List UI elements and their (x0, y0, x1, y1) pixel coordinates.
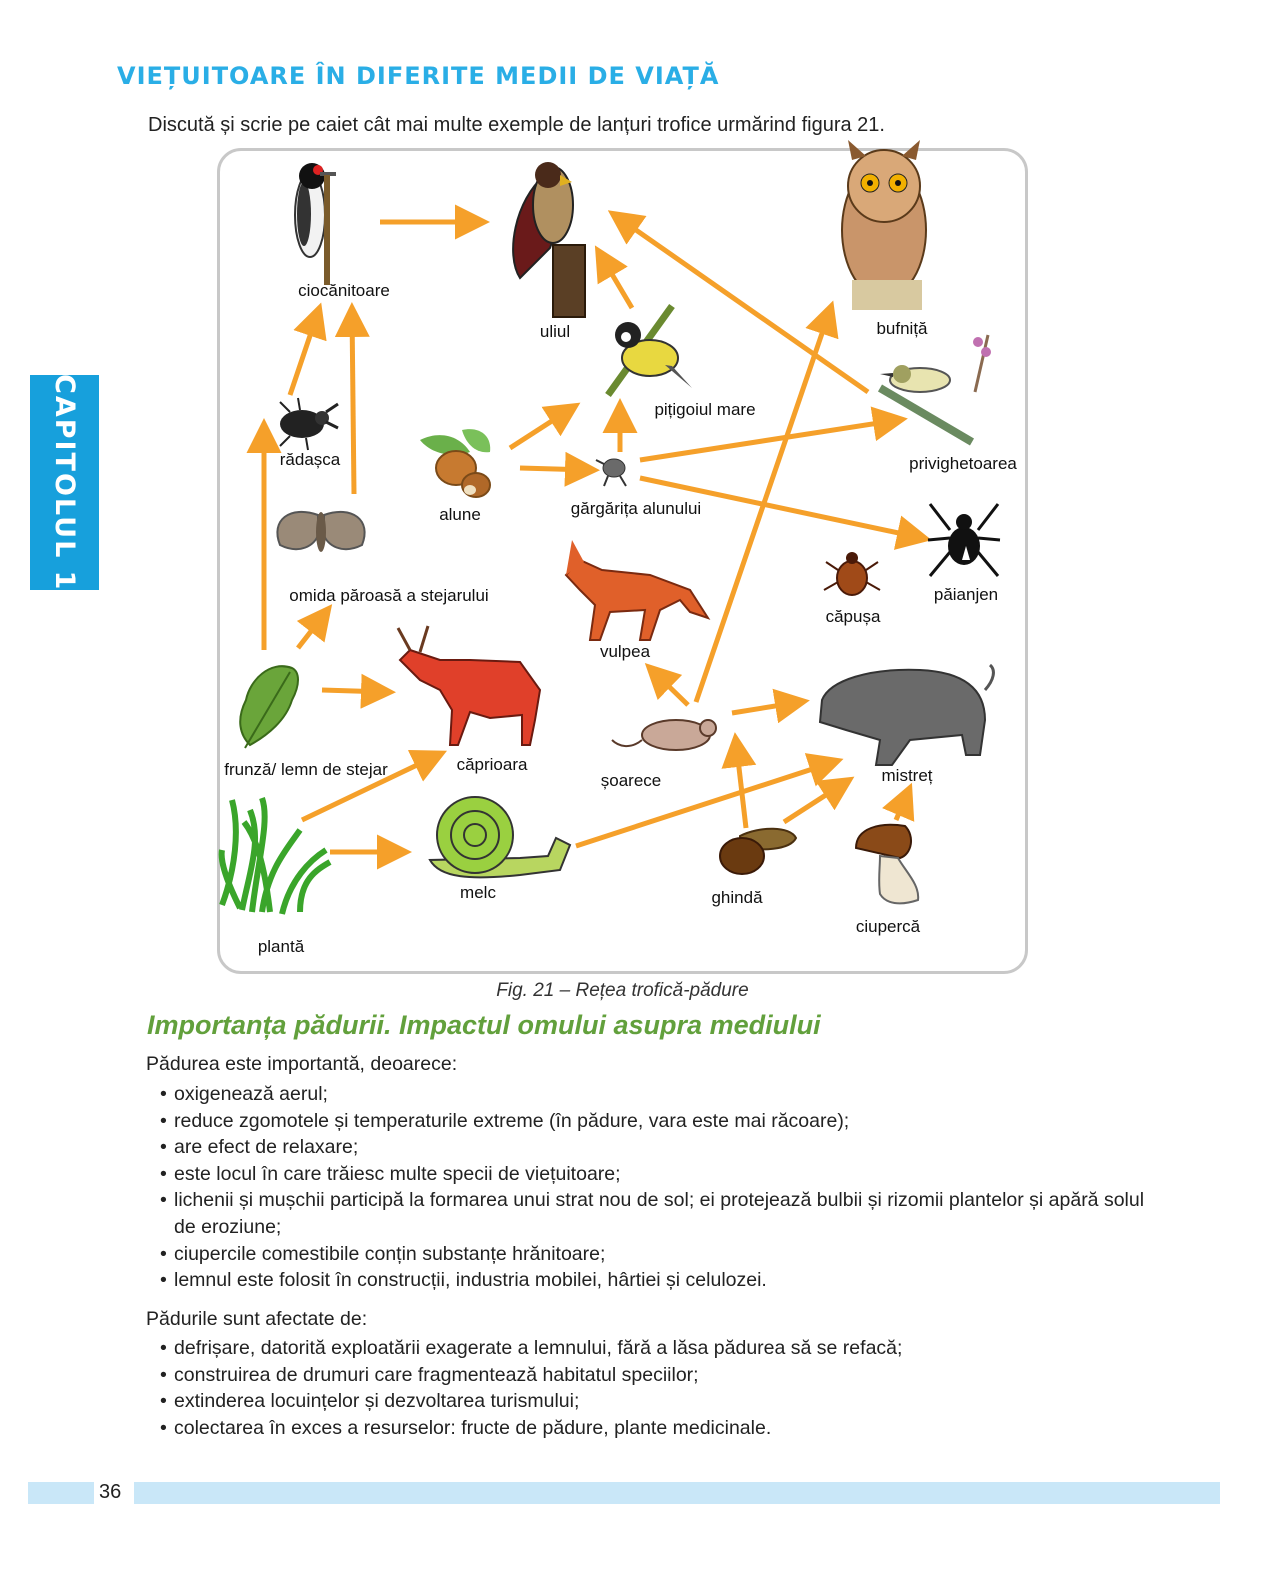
list-item: este locul în care trăiesc multe specii … (160, 1161, 1150, 1188)
list-item: colectarea în exces a resurselor: fructe… (160, 1415, 1150, 1442)
arrow-frunza-caprioara (321, 673, 396, 709)
list-item: extinderea locuințelor și dezvoltarea tu… (160, 1388, 1150, 1415)
fox-icon (564, 540, 711, 641)
weevil-icon (595, 458, 627, 487)
grass-icon (218, 796, 332, 915)
list-item: lemnul este folosit în construcții, indu… (160, 1267, 1150, 1294)
list-item: oxigenează aerul; (160, 1081, 1150, 1108)
section-title: Importanța pădurii. Impactul omului asup… (147, 1010, 821, 1040)
warbler-icon (877, 334, 991, 446)
label-uliul: uliul (540, 322, 570, 341)
stag-beetle-icon (279, 397, 339, 451)
deer-icon (396, 625, 542, 746)
chapter-tab-label: CAPITOLUL 1 (49, 373, 80, 592)
label-ghinda: ghindă (711, 888, 763, 907)
arrow-ciuperca-mistret (882, 782, 915, 822)
list-item: reduce zgomotele și temperaturile extrem… (160, 1108, 1150, 1135)
hawk-icon (512, 162, 586, 318)
label-radasca: rădașca (280, 450, 341, 469)
arrow-omida-ciocanitoare (334, 302, 370, 495)
label-gargarita: gărgărița alunului (571, 499, 701, 518)
food-web-arrows (246, 204, 932, 870)
label-bufnita: bufniță (876, 319, 928, 338)
wild-boar-icon (818, 663, 995, 766)
label-frunza: frunză/ lemn de stejar (224, 760, 388, 779)
label-ciocanitoare: ciocănitoare (298, 281, 390, 300)
label-melc: melc (460, 883, 496, 902)
arrow-soarece-bufnita (693, 300, 839, 703)
label-omida: omida păroasă a stejarului (289, 586, 488, 605)
arrow-planta-caprioara (300, 749, 448, 823)
label-caprioara: căprioara (457, 755, 528, 774)
page-number: 36 (99, 1481, 122, 1503)
section-intro-2: Pădurile sunt afectate de: (146, 1308, 368, 1330)
arrow-gargarita-privighetoare (639, 406, 908, 463)
arrow-alune-gargarita (519, 451, 600, 487)
label-privighetoarea: privighetoarea (909, 454, 1017, 473)
arrow-ghinda-soarece (721, 732, 757, 829)
label-ciuperca: ciupercă (856, 917, 921, 936)
footer-bar-right (134, 1482, 1220, 1504)
label-mistret: mistreț (882, 766, 933, 785)
intro-text: Discută și scrie pe caiet cât mai multe … (148, 114, 885, 136)
importance-list: oxigenează aerul; reduce zgomotele și te… (160, 1081, 1150, 1294)
header-title: VIEȚUITOARE ÎN DIFERITE MEDII DE VIAȚĂ (117, 62, 720, 90)
arrow-radasca-ciocanitoare (287, 302, 327, 396)
figure-caption: Fig. 21 – Rețea trofică-pădure (496, 980, 749, 1001)
label-capusa: căpușa (826, 607, 881, 626)
label-planta: plantă (258, 937, 305, 956)
owl-icon (841, 140, 927, 310)
tick-icon (823, 552, 881, 596)
oak-leaf-icon (239, 665, 299, 749)
list-item: ciupercile comestibile conțin substanțe … (160, 1241, 1150, 1268)
arrow-alune-pitigoi (508, 402, 581, 451)
label-paianjen: păianjen (934, 585, 998, 604)
label-pitigoiul: pițigoiul mare (654, 400, 755, 419)
arrow-frunza-omida (296, 604, 333, 650)
hazelnuts-icon (420, 429, 491, 498)
node-labels: ciocănitoare uliul bufniță pițigoiul mar… (224, 281, 1017, 956)
food-web-diagram: ciocănitoare uliul bufniță pițigoiul mar… (218, 140, 1017, 956)
arrow-pitigoi-uliul (594, 245, 635, 310)
moth-icon (276, 510, 366, 552)
footer-bar-left (28, 1482, 94, 1504)
list-item: lichenii și mușchii participă la formare… (160, 1187, 1150, 1240)
snail-icon (428, 796, 572, 879)
arrow-privighetoare-uliul (607, 210, 870, 395)
label-vulpea: vulpea (600, 642, 651, 661)
spider-icon (927, 503, 1001, 577)
great-tit-icon (605, 303, 692, 398)
mouse-icon (611, 719, 717, 751)
arrow-melc-mistret (575, 753, 844, 849)
list-item: are efect de relaxare; (160, 1134, 1150, 1161)
list-item: construirea de drumuri care fragmentează… (160, 1362, 1150, 1389)
arrow-gargarita-paianjen (639, 475, 932, 550)
arrow-ghinda-mistret (782, 776, 855, 825)
arrow-soarece-mistret (731, 688, 810, 724)
label-alune: alune (439, 505, 481, 524)
woodpecker-icon (294, 163, 336, 285)
acorn-icon (719, 827, 798, 875)
label-soarece: șoarece (601, 771, 661, 790)
arrow-soarece-vulpea (644, 663, 690, 707)
list-item: defrișare, datorită exploatării exagerat… (160, 1335, 1150, 1362)
threats-list: defrișare, datorită exploatării exagerat… (160, 1335, 1150, 1441)
chapter-tab: CAPITOLUL 1 (30, 373, 99, 592)
section-intro-1: Pădurea este importantă, deoarece: (146, 1053, 458, 1075)
mushroom-icon (854, 823, 920, 905)
